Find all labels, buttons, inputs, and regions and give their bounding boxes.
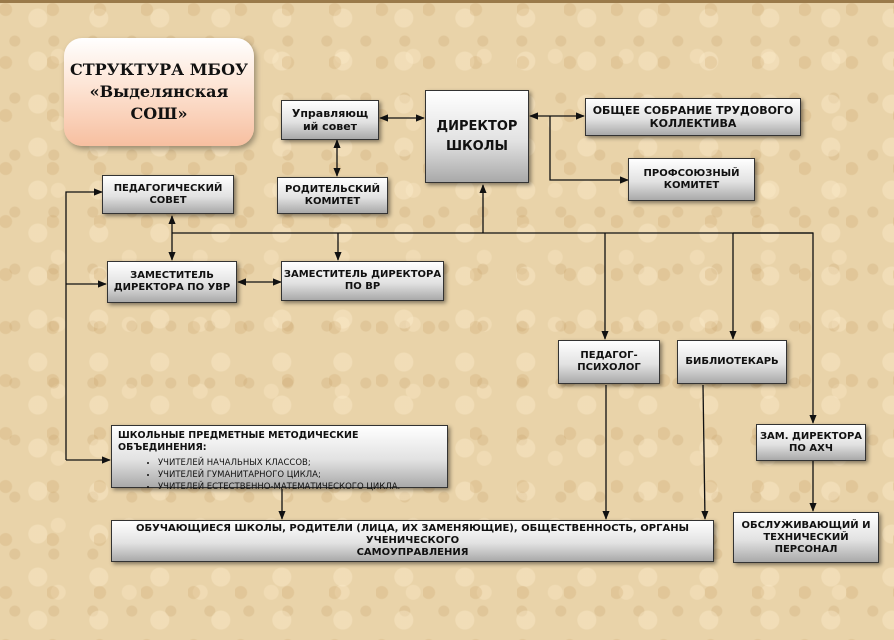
node-service-staff-label: ОБСЛУЖИВАЮЩИЙ И ТЕХНИЧЕСКИЙ ПЕРСОНАЛ xyxy=(741,519,871,555)
node-governing-board-label: Управляющ ий совет xyxy=(291,107,369,133)
node-trade-union: ПРОФСОЮЗНЫЙ КОМИТЕТ xyxy=(628,158,755,201)
method-unit-item: УЧИТЕЛЕЙ НАЧАЛЬНЫХ КЛАССОВ; xyxy=(158,457,441,469)
connector-director-union xyxy=(549,116,629,184)
node-parent-committee-label: РОДИТЕЛЬСКИЙ КОМИТЕТ xyxy=(285,183,380,207)
node-deputy-uvr: ЗАМЕСТИТЕЛЬ ДИРЕКТОРА ПО УВР xyxy=(107,261,237,303)
node-general-meeting-label: ОБЩЕЕ СОБРАНИЕ ТРУДОВОГО КОЛЛЕКТИВА xyxy=(592,104,794,130)
node-deputy-uvr-label: ЗАМЕСТИТЕЛЬ ДИРЕКТОРА ПО УВР xyxy=(113,270,231,293)
node-trade-union-label: ПРОФСОЮЗНЫЙ КОМИТЕТ xyxy=(643,167,740,191)
method-unit-item: УЧИТЕЛЕЙ ЕСТЕСТВЕННО-МАТЕМАТИЧЕСКОГО ЦИК… xyxy=(158,481,441,493)
method-unit-item: УЧИТЕЛЕЙ ГУМАНИТАРНОГО ЦИКЛА; xyxy=(158,469,441,481)
method-units-list: УЧИТЕЛЕЙ НАЧАЛЬНЫХ КЛАССОВ; УЧИТЕЛЕЙ ГУМ… xyxy=(118,457,441,493)
node-deputy-vr: ЗАМЕСТИТЕЛЬ ДИРЕКТОРА ПО ВР xyxy=(281,261,444,301)
node-pedagogical-council: ПЕДАГОГИЧЕСКИЙ СОВЕТ xyxy=(102,175,234,214)
node-librarian: БИБЛИОТЕКАРЬ xyxy=(677,340,787,384)
node-method-units-heading: ШКОЛЬНЫЕ ПРЕДМЕТНЫЕ МЕТОДИЧЕСКИЕ ОБЪЕДИН… xyxy=(118,430,359,453)
node-psychologist: ПЕДАГОГ- ПСИХОЛОГ xyxy=(558,340,660,384)
node-students-community: ОБУЧАЮЩИЕСЯ ШКОЛЫ, РОДИТЕЛИ (ЛИЦА, ИХ ЗА… xyxy=(111,520,714,562)
node-deputy-ahch-label: ЗАМ. ДИРЕКТОРА ПО АХЧ xyxy=(759,430,863,454)
diagram-title-card: СТРУКТУРА МБОУ «Выделянская СОШ» xyxy=(64,38,254,146)
diagram-title: СТРУКТУРА МБОУ «Выделянская СОШ» xyxy=(69,60,249,123)
connector-bus-ahch xyxy=(733,232,817,424)
node-pedagogical-council-label: ПЕДАГОГИЧЕСКИЙ СОВЕТ xyxy=(113,182,223,206)
connector-left-loop-council xyxy=(65,188,103,460)
node-method-units: ШКОЛЬНЫЕ ПРЕДМЕТНЫЕ МЕТОДИЧЕСКИЕ ОБЪЕДИН… xyxy=(111,425,448,492)
connector-librarian-students xyxy=(701,384,709,520)
node-governing-board: Управляющ ий совет xyxy=(281,100,379,140)
node-director: ДИРЕКТОР ШКОЛЫ xyxy=(425,90,529,183)
node-general-meeting: ОБЩЕЕ СОБРАНИЕ ТРУДОВОГО КОЛЛЕКТИВА xyxy=(585,98,801,136)
node-deputy-ahch: ЗАМ. ДИРЕКТОРА ПО АХЧ xyxy=(756,424,866,461)
node-psychologist-label: ПЕДАГОГ- ПСИХОЛОГ xyxy=(577,350,641,373)
node-students-community-label: ОБУЧАЮЩИЕСЯ ШКОЛЫ, РОДИТЕЛИ (ЛИЦА, ИХ ЗА… xyxy=(136,523,689,558)
node-service-staff: ОБСЛУЖИВАЮЩИЙ И ТЕХНИЧЕСКИЙ ПЕРСОНАЛ xyxy=(733,512,879,563)
node-parent-committee: РОДИТЕЛЬСКИЙ КОМИТЕТ xyxy=(277,177,388,214)
window-top-edge xyxy=(0,0,894,3)
node-director-label: ДИРЕКТОР ШКОЛЫ xyxy=(436,118,518,154)
node-deputy-vr-label: ЗАМЕСТИТЕЛЬ ДИРЕКТОРА ПО ВР xyxy=(283,269,442,292)
node-librarian-label: БИБЛИОТЕКАРЬ xyxy=(685,356,779,367)
